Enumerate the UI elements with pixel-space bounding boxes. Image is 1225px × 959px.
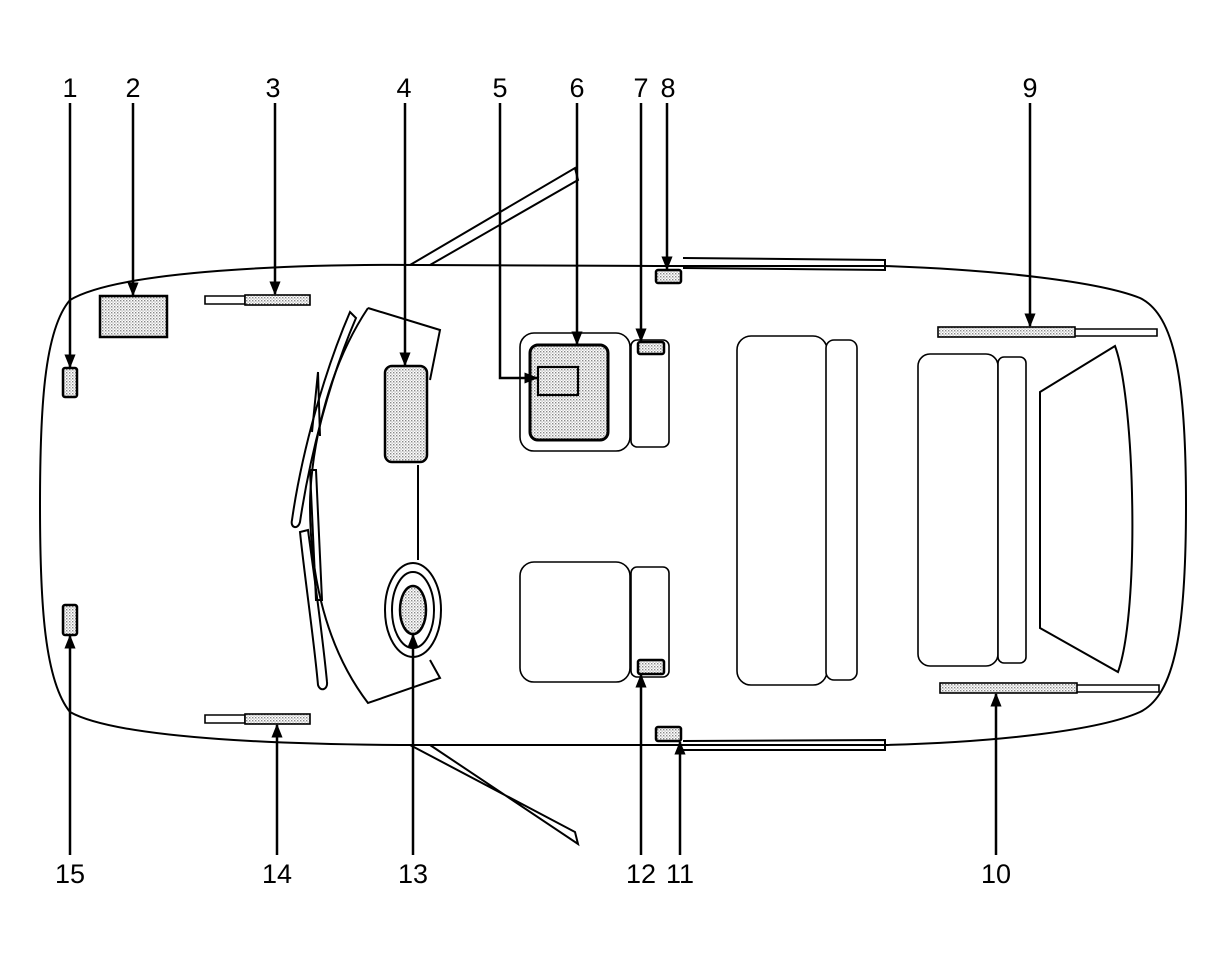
driver-belt-sensor — [636, 658, 666, 676]
front-passenger-belt-sensor — [636, 340, 666, 356]
roof-rail-module-left — [939, 682, 1078, 694]
driver-seat-bench — [519, 561, 631, 683]
b-pillar-sensor-right — [654, 268, 683, 285]
seats — [519, 332, 1134, 686]
rear-cargo-area — [1039, 344, 1134, 674]
front-side-sensor-left — [244, 713, 311, 725]
callout-5: 5 — [492, 73, 507, 103]
callout-labels: 1 2 3 4 5 6 7 8 9 10 11 12 13 14 15 — [55, 73, 1038, 889]
callout-1: 1 — [62, 73, 77, 103]
leader-lines — [64, 103, 1036, 855]
steering-wheel-airbag — [398, 584, 428, 636]
driver-seat-back — [630, 566, 670, 678]
roof-rail-module-left-tail — [1077, 684, 1160, 693]
front-side-sensor-right — [244, 294, 311, 306]
callout-12: 12 — [626, 859, 656, 889]
mirror-left — [409, 166, 580, 266]
callout-14: 14 — [262, 859, 292, 889]
roof-rail-module-right — [937, 326, 1076, 338]
callout-7: 7 — [633, 73, 648, 103]
callout-15: 15 — [55, 859, 85, 889]
third-row-seat-bench — [917, 353, 999, 667]
front-side-sensor-left-bar — [204, 714, 246, 724]
callout-6: 6 — [569, 73, 584, 103]
occupant-sensor — [536, 365, 580, 397]
steering-wheel — [384, 562, 442, 658]
front-passenger-seat-back — [630, 339, 670, 448]
components — [61, 268, 1160, 743]
front-sensor-left — [61, 603, 79, 637]
callout-11: 11 — [666, 859, 694, 889]
callout-9: 9 — [1022, 73, 1037, 103]
wiper-blade-upper — [311, 371, 321, 437]
inflatable-restraint-module — [98, 294, 169, 339]
door-sill-right — [682, 738, 886, 751]
leader-5 — [498, 103, 539, 384]
callout-2: 2 — [125, 73, 140, 103]
callout-13: 13 — [398, 859, 428, 889]
second-row-seat-back — [825, 339, 858, 681]
front-sensor-right — [61, 366, 79, 399]
wiper-arm-upper — [290, 310, 358, 528]
third-row-seat-back — [997, 356, 1027, 664]
vehicle-body — [38, 166, 1188, 847]
callout-3: 3 — [265, 73, 280, 103]
door-sill-left — [682, 257, 886, 272]
roof-rail-module-right-tail — [1075, 328, 1158, 337]
b-pillar-sensor-left — [654, 725, 683, 743]
front-side-sensor-right-bar — [204, 295, 246, 305]
wiper-blade-lower — [308, 469, 324, 601]
body-outline — [38, 263, 1188, 746]
callout-4: 4 — [396, 73, 411, 103]
callout-8: 8 — [660, 73, 675, 103]
second-row-seat-bench — [736, 335, 828, 686]
callout-10: 10 — [981, 859, 1011, 889]
windshield-area — [290, 307, 442, 705]
mirror-right — [409, 744, 580, 847]
passenger-airbag-module — [383, 364, 429, 464]
